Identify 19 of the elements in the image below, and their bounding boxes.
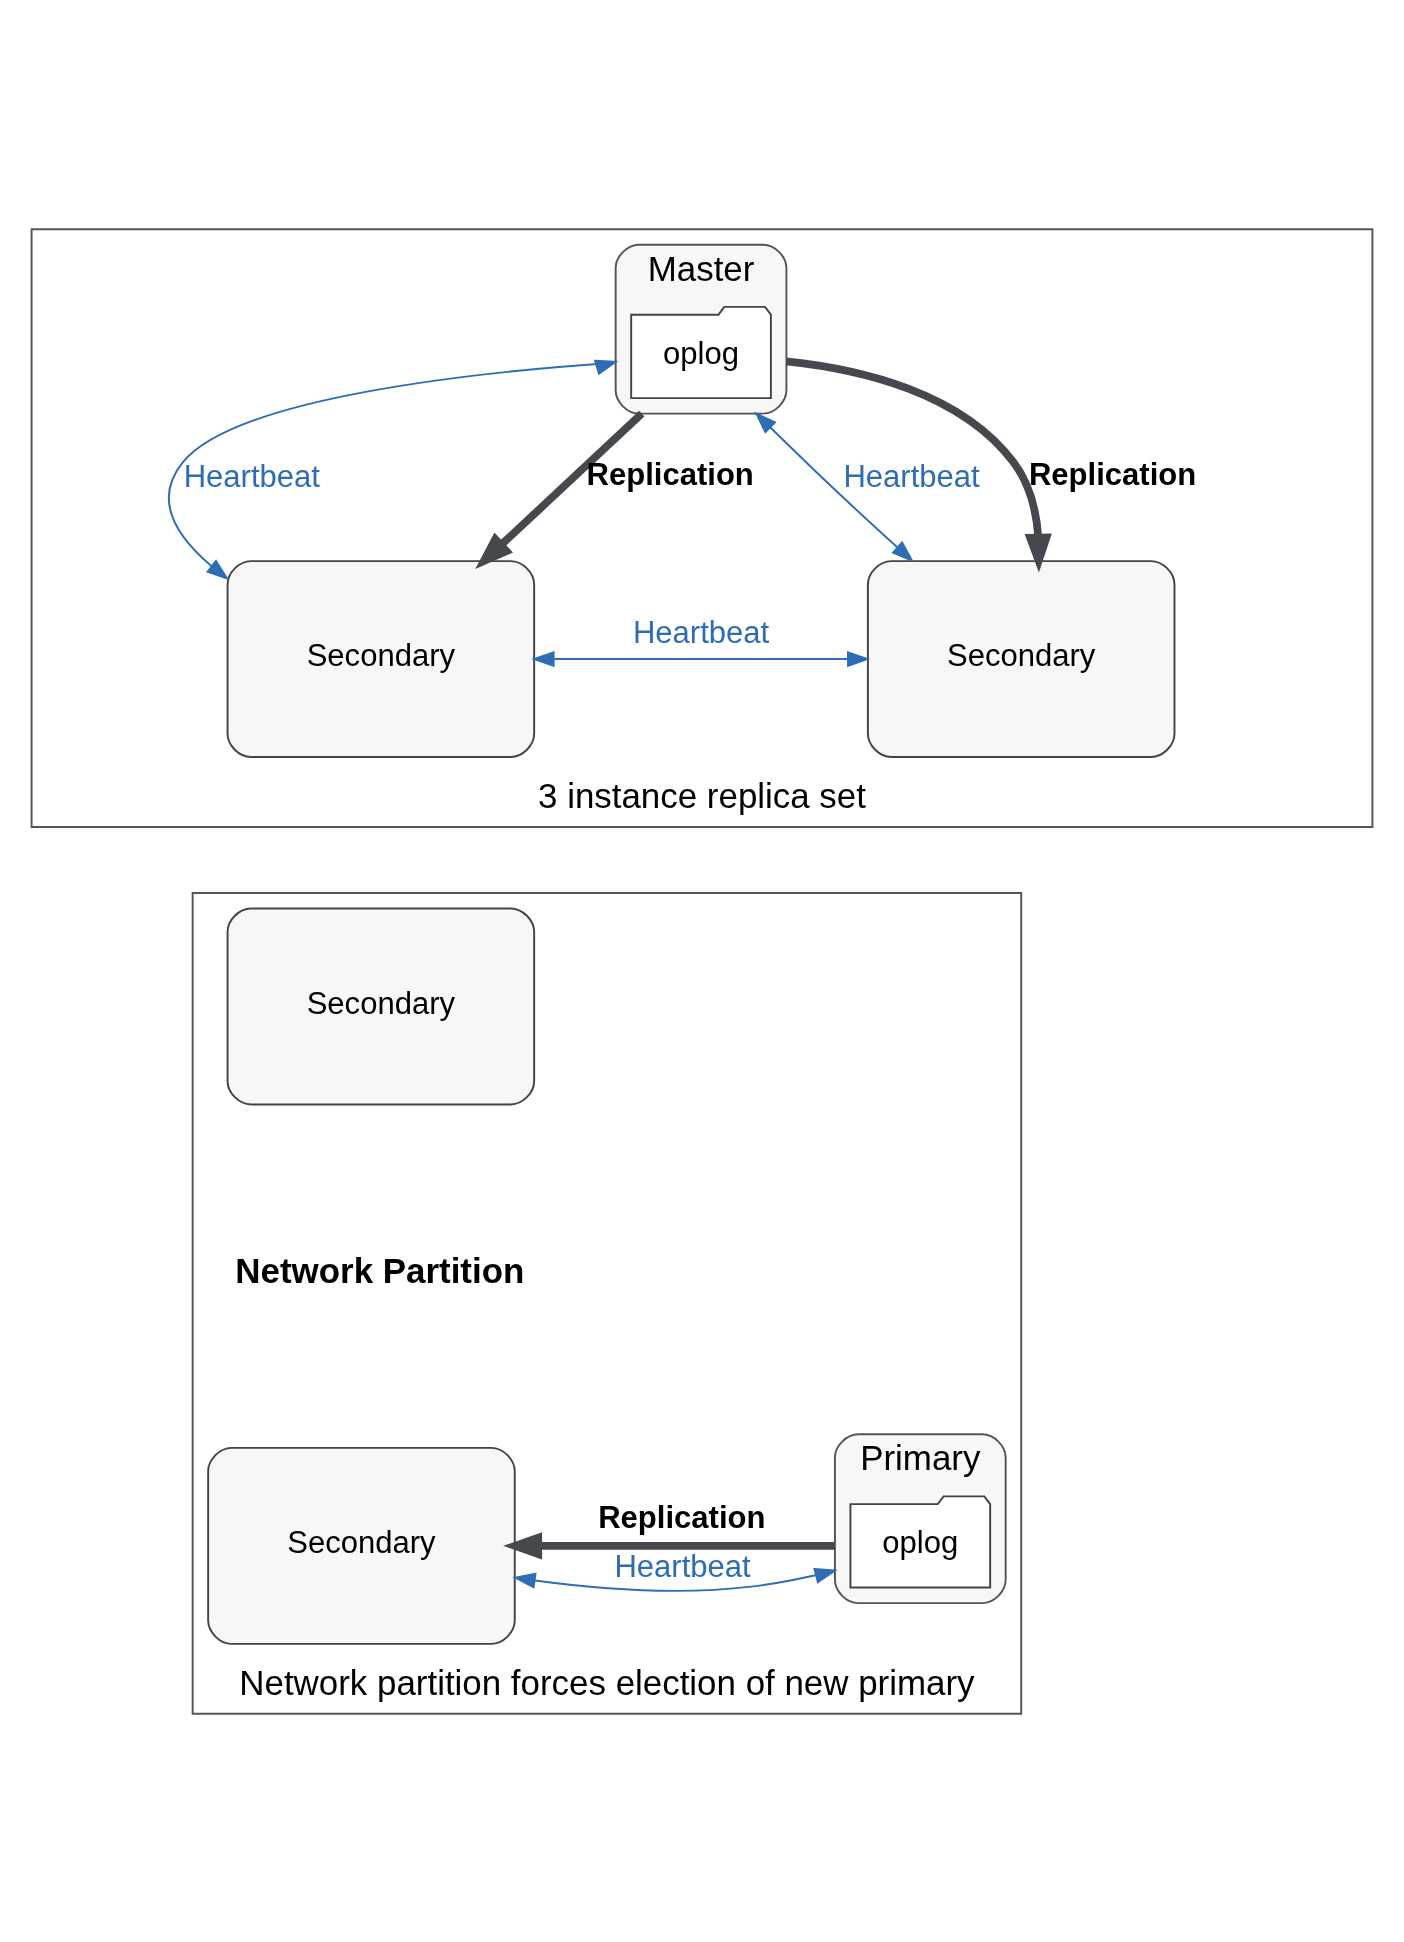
node-box: Secondary bbox=[226, 559, 536, 758]
edge-label: Replication bbox=[1028, 456, 1197, 492]
arrow bbox=[785, 356, 1052, 573]
arrow bbox=[168, 359, 619, 580]
arrow bbox=[503, 1531, 835, 1559]
edge-label: Heartbeat bbox=[632, 614, 770, 650]
arrow bbox=[531, 650, 871, 667]
edge-label: Heartbeat bbox=[614, 1548, 751, 1584]
edge-label: Replication bbox=[586, 456, 754, 492]
node-box: Secondary bbox=[207, 1446, 516, 1645]
arrow bbox=[512, 1567, 838, 1592]
edge-label: Replication bbox=[598, 1499, 766, 1535]
node-box: Secondary bbox=[866, 559, 1176, 758]
edge-label: Heartbeat bbox=[183, 458, 320, 494]
node-text: Network Partition bbox=[235, 1250, 525, 1290]
arrow bbox=[475, 410, 645, 569]
edge-label: Heartbeat bbox=[843, 458, 980, 494]
node-box: Secondary bbox=[226, 906, 536, 1105]
arrow bbox=[754, 411, 915, 563]
